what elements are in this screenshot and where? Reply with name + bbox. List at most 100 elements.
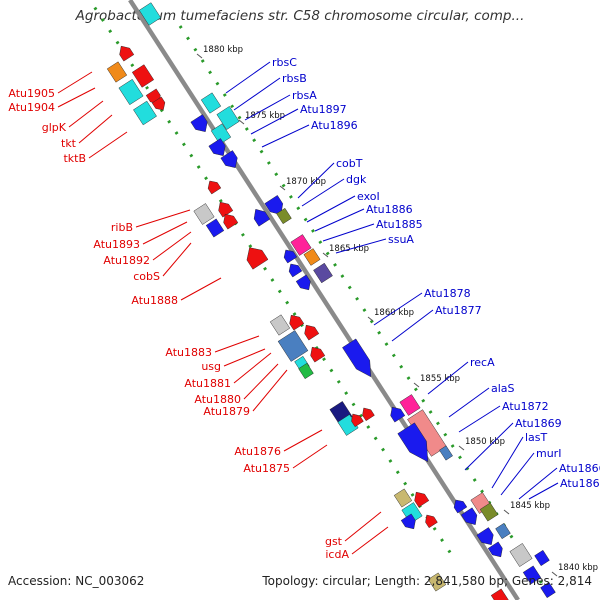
gene-label-usg[interactable]: usg	[201, 360, 221, 373]
gene-arrow[interactable]	[387, 404, 406, 423]
gene-label-exoi[interactable]: exoI	[357, 190, 380, 203]
gene-box[interactable]	[298, 362, 314, 380]
gene-arrow[interactable]	[205, 178, 222, 195]
gene-feature[interactable]	[522, 565, 542, 585]
gene-feature[interactable]	[393, 488, 413, 508]
gene-feature[interactable]	[205, 218, 225, 238]
gene-arrow[interactable]	[116, 43, 135, 62]
gene-feature[interactable]	[487, 541, 506, 560]
gene-label-atu1896[interactable]: Atu1896	[311, 119, 358, 132]
gene-box[interactable]	[534, 549, 550, 567]
gene-arrow[interactable]	[286, 261, 303, 278]
gene-feature[interactable]	[400, 513, 419, 532]
gene-feature[interactable]	[286, 261, 303, 278]
gene-label-icda[interactable]: icdA	[325, 548, 349, 561]
gene-label-atu1886[interactable]: Atu1886	[366, 203, 413, 216]
gene-label-cobs[interactable]: cobS	[133, 270, 160, 283]
gene-arrow[interactable]	[151, 96, 168, 113]
gene-feature[interactable]	[116, 43, 135, 62]
gene-feature[interactable]	[342, 338, 377, 381]
gene-label-atu1888[interactable]: Atu1888	[131, 294, 178, 307]
gene-box[interactable]	[276, 207, 292, 225]
gene-feature[interactable]	[495, 522, 511, 540]
gene-label-glpk[interactable]: glpK	[42, 121, 67, 134]
gene-label-atu1865[interactable]: Atu1865	[560, 477, 600, 490]
gene-label-cobt[interactable]: cobT	[336, 157, 363, 170]
gene-feature[interactable]	[133, 100, 157, 126]
gene-box[interactable]	[106, 61, 128, 83]
gene-arrow[interactable]	[215, 199, 234, 218]
gene-feature[interactable]	[540, 581, 556, 599]
gene-label-last[interactable]: lasT	[525, 431, 548, 444]
gene-feature[interactable]	[250, 206, 271, 227]
gene-box[interactable]	[118, 78, 144, 106]
gene-arrow[interactable]	[451, 497, 468, 514]
gene-label-atu1878[interactable]: Atu1878	[424, 287, 471, 300]
gene-box[interactable]	[290, 234, 312, 256]
gene-feature[interactable]	[387, 404, 406, 423]
gene-feature[interactable]	[476, 527, 497, 548]
gene-feature[interactable]	[269, 314, 291, 336]
gene-feature[interactable]	[220, 150, 241, 171]
gene-label-dgk[interactable]: dgk	[346, 173, 367, 186]
gene-feature[interactable]	[401, 502, 423, 524]
gene-arrow[interactable]	[190, 114, 211, 135]
gene-arrow[interactable]	[476, 527, 497, 548]
gene-feature[interactable]	[439, 445, 453, 461]
gene-feature[interactable]	[276, 207, 292, 225]
gene-feature[interactable]	[295, 274, 314, 293]
gene-box[interactable]	[303, 248, 321, 266]
gene-feature[interactable]	[411, 489, 430, 508]
gene-feature[interactable]	[360, 405, 375, 422]
gene-box[interactable]	[393, 488, 413, 508]
gene-arrow[interactable]	[400, 513, 419, 532]
gene-box[interactable]	[216, 106, 240, 130]
gene-box[interactable]	[439, 445, 453, 461]
gene-feature[interactable]	[242, 243, 269, 270]
gene-arrow[interactable]	[487, 541, 506, 560]
gene-feature[interactable]	[301, 322, 320, 341]
gene-feature[interactable]	[264, 195, 287, 218]
gene-label-atu1883[interactable]: Atu1883	[165, 346, 212, 359]
gene-arrow[interactable]	[242, 243, 269, 270]
gene-label-atu1893[interactable]: Atu1893	[93, 238, 140, 251]
gene-label-atu1869[interactable]: Atu1869	[515, 417, 562, 430]
gene-feature[interactable]	[397, 422, 437, 467]
gene-feature[interactable]	[479, 502, 499, 522]
gene-box[interactable]	[490, 588, 510, 600]
gene-box[interactable]	[495, 522, 511, 540]
gene-feature[interactable]	[138, 2, 162, 26]
gene-box[interactable]	[193, 203, 215, 225]
gene-box[interactable]	[210, 123, 232, 145]
gene-arrow[interactable]	[281, 247, 298, 264]
gene-label-rbsa[interactable]: rbsA	[292, 89, 317, 102]
gene-feature[interactable]	[151, 96, 168, 113]
gene-box[interactable]	[133, 100, 157, 126]
gene-label-reca[interactable]: recA	[470, 356, 495, 369]
gene-feature[interactable]	[208, 138, 229, 159]
gene-label-rbsb[interactable]: rbsB	[282, 72, 307, 85]
gene-arrow[interactable]	[208, 138, 229, 159]
gene-feature[interactable]	[131, 64, 155, 88]
gene-feature[interactable]	[200, 92, 222, 114]
gene-feature[interactable]	[307, 344, 326, 363]
gene-box[interactable]	[200, 92, 222, 114]
gene-arrow[interactable]	[295, 274, 314, 293]
gene-feature[interactable]	[215, 199, 234, 218]
gene-feature[interactable]	[303, 248, 321, 266]
gene-label-atu1897[interactable]: Atu1897	[300, 103, 347, 116]
gene-label-alas[interactable]: alaS	[491, 382, 515, 395]
gene-arrow[interactable]	[301, 322, 320, 341]
gene-feature[interactable]	[193, 203, 215, 225]
gene-label-ribb[interactable]: ribB	[111, 221, 133, 234]
gene-arrow[interactable]	[220, 211, 239, 230]
gene-label-rbsc[interactable]: rbsC	[272, 56, 297, 69]
gene-box[interactable]	[522, 565, 542, 585]
gene-feature[interactable]	[106, 61, 128, 83]
gene-arrow[interactable]	[220, 150, 241, 171]
gene-feature[interactable]	[118, 78, 144, 106]
gene-box[interactable]	[313, 262, 333, 284]
gene-feature[interactable]	[534, 549, 550, 567]
gene-feature[interactable]	[205, 178, 222, 195]
gene-arrow[interactable]	[349, 411, 364, 428]
